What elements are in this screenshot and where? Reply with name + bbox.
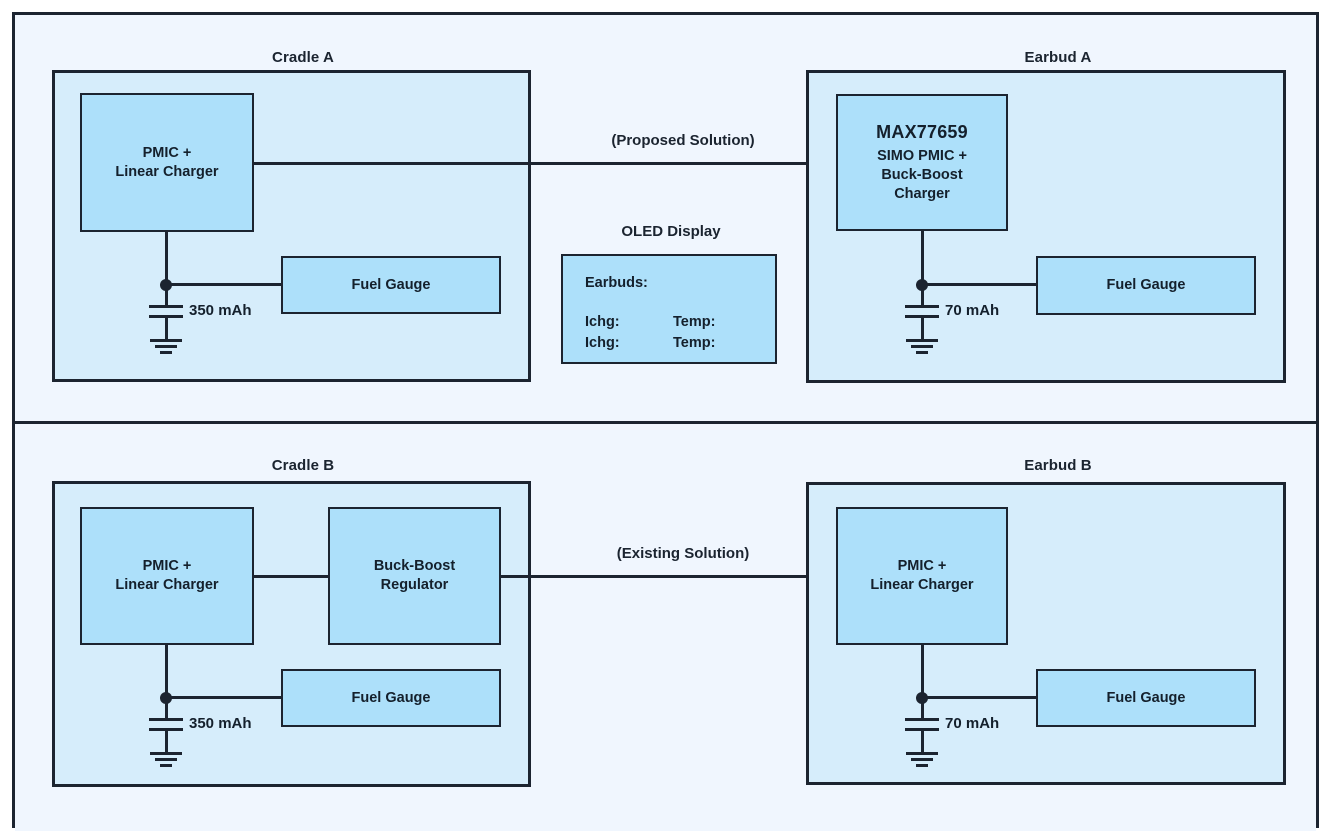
earbud-b-pmic-line1: PMIC + xyxy=(897,558,947,575)
cradle-a-wire-pmic-to-node xyxy=(165,230,168,285)
panel-proposed-solution: Cradle A PMIC + Linear Charger Fuel Gaug… xyxy=(15,15,1316,421)
cradle-a-fuel-gauge-block: Fuel Gauge xyxy=(281,256,501,314)
earbud-b-pmic-block: PMIC + Linear Charger xyxy=(836,507,1008,645)
earbud-b-ground-line1 xyxy=(906,752,938,755)
cradle-b-ground-line3 xyxy=(160,764,172,767)
cradle-b-pmic-line2: Linear Charger xyxy=(115,577,219,593)
earbud-a-cap-plate-bottom xyxy=(905,315,939,318)
earbud-a-ground-line1 xyxy=(906,339,938,342)
oled-row2-ichg: Ichg: xyxy=(585,335,620,351)
cradle-b-wire-cap-to-gnd xyxy=(165,730,168,753)
earbud-b-wire-node-to-cap xyxy=(921,696,924,719)
cradle-b-wire-node-to-fuel-gauge xyxy=(166,696,283,699)
cradle-b-buckboost-line1: Buck-Boost xyxy=(373,558,456,575)
cradle-b-cap-plate-top xyxy=(149,718,183,721)
oled-header-line: Earbuds: xyxy=(585,275,648,291)
earbud-a-fuel-gauge-block: Fuel Gauge xyxy=(1036,256,1256,315)
earbud-b-cap-plate-bottom xyxy=(905,728,939,731)
cradle-b-cap-plate-bottom xyxy=(149,728,183,731)
cradle-b-fuel-gauge-block: Fuel Gauge xyxy=(281,669,501,727)
cradle-a-ground-line3 xyxy=(160,351,172,354)
oled-row2-temp: Temp: xyxy=(673,335,716,351)
earbud-b-wire-cap-to-gnd xyxy=(921,730,924,753)
earbud-a-wire-node-to-fuel-gauge xyxy=(922,283,1038,286)
proposed-solution-label: (Proposed Solution) xyxy=(611,132,755,149)
cradle-b-buck-boost-block: Buck-Boost Regulator xyxy=(328,507,501,645)
cradle-b-title: Cradle B xyxy=(271,457,335,474)
earbud-a-chip-name: MAX77659 xyxy=(876,122,968,143)
earbud-b-pmic-line2: Linear Charger xyxy=(870,577,974,593)
cradle-a-ground-line2 xyxy=(155,345,177,348)
earbud-a-title: Earbud A xyxy=(1024,49,1092,66)
earbud-a-chip-sub3: Charger xyxy=(894,185,950,202)
earbud-b-fuel-gauge-label: Fuel Gauge xyxy=(1106,689,1186,706)
earbud-a-max77659-block: MAX77659 SIMO PMIC + Buck-Boost Charger xyxy=(836,94,1008,231)
cradle-a-pmic-line1: PMIC + xyxy=(142,144,192,161)
cradle-b-wire-node-to-cap xyxy=(165,696,168,719)
cradle-a-fuel-gauge-label: Fuel Gauge xyxy=(351,276,431,293)
cradle-b-fuel-gauge-label: Fuel Gauge xyxy=(351,689,431,706)
earbud-a-fuel-gauge-label: Fuel Gauge xyxy=(1106,277,1186,294)
cradle-b-battery-capacity: 350 mAh xyxy=(189,715,252,732)
earbud-b-ground-line3 xyxy=(916,764,928,767)
cradle-b-pmic-block: PMIC + Linear Charger xyxy=(80,507,254,645)
cradle-a-wire-node-to-fuel-gauge xyxy=(166,283,283,286)
earbud-b-ground-line2 xyxy=(911,758,933,761)
earbud-b-cap-plate-top xyxy=(905,718,939,721)
cradle-a-cap-plate-top xyxy=(149,305,183,308)
cradle-b-wire-pmic-to-buckboost xyxy=(254,575,330,578)
earbud-b-title: Earbud B xyxy=(1024,457,1092,474)
oled-display-title: OLED Display xyxy=(621,223,721,240)
oled-display-screen: Earbuds: Ichg: Temp: Ichg: Temp: xyxy=(561,254,777,364)
cradle-a-ground-line1 xyxy=(150,339,182,342)
cradle-a-cap-plate-bottom xyxy=(149,315,183,318)
earbud-a-wire-cap-to-gnd xyxy=(921,317,924,340)
earbud-b-fuel-gauge-block: Fuel Gauge xyxy=(1036,669,1256,727)
existing-solution-label: (Existing Solution) xyxy=(616,545,750,562)
earbud-a-chip-sub2: Buck-Boost xyxy=(881,167,963,184)
proposed-solution-arrow-line xyxy=(254,162,812,165)
earbud-a-battery-capacity: 70 mAh xyxy=(945,302,1000,319)
cradle-b-ground-line1 xyxy=(150,752,182,755)
cradle-b-ground-line2 xyxy=(155,758,177,761)
cradle-b-pmic-line1: PMIC + xyxy=(142,558,192,575)
cradle-a-pmic-line2: Linear Charger xyxy=(115,163,219,180)
earbud-a-ground-line3 xyxy=(916,351,928,354)
earbud-a-wire-node-to-cap xyxy=(921,283,924,306)
earbud-a-chip-sub1: SIMO PMIC + xyxy=(877,148,967,165)
cradle-b-wire-pmic-to-node xyxy=(165,643,168,698)
oled-row1-ichg: Ichg: xyxy=(585,314,620,330)
cradle-a-title: Cradle A xyxy=(272,49,334,66)
earbud-b-battery-capacity: 70 mAh xyxy=(945,715,1000,732)
earbud-b-wire-pmic-to-node xyxy=(921,643,924,698)
panel-existing-solution: Cradle B PMIC + Linear Charger Buck-Boos… xyxy=(15,421,1316,831)
earbud-a-ground-line2 xyxy=(911,345,933,348)
cradle-a-pmic-block: PMIC + Linear Charger xyxy=(80,93,254,232)
cradle-a-wire-cap-to-gnd xyxy=(165,317,168,340)
earbud-b-wire-node-to-fuel-gauge xyxy=(922,696,1038,699)
cradle-a-wire-node-to-cap xyxy=(165,283,168,306)
existing-solution-arrow-line xyxy=(501,575,812,578)
earbud-a-cap-plate-top xyxy=(905,305,939,308)
cradle-b-buckboost-line2: Regulator xyxy=(380,577,449,593)
cradle-a-battery-capacity: 350 mAh xyxy=(189,302,252,319)
oled-row1-temp: Temp: xyxy=(673,314,716,330)
diagram-outer-frame: Cradle A PMIC + Linear Charger Fuel Gaug… xyxy=(12,12,1319,831)
earbud-a-wire-chip-to-node xyxy=(921,229,924,285)
